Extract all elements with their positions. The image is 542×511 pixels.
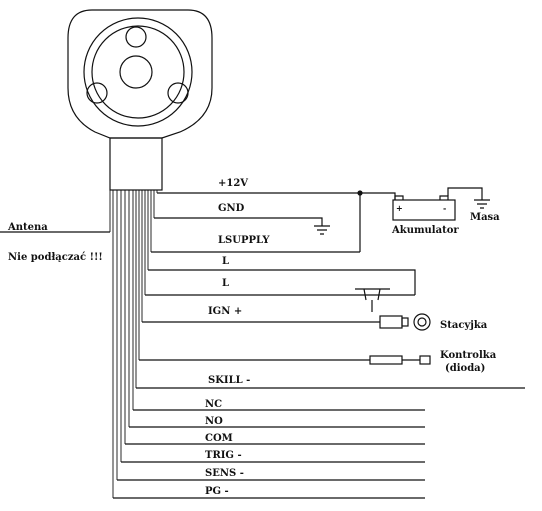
indicator-label-line1: Kontrolka <box>440 350 497 361</box>
battery-minus-label: - <box>443 203 447 213</box>
wire-label-ign: IGN + <box>208 306 243 317</box>
ground-label: Masa <box>470 212 500 223</box>
l-wires <box>145 269 416 312</box>
gnd-wire <box>154 217 330 235</box>
ignition-switch-label: Stacyjka <box>440 320 488 331</box>
wire-label-trig: TRIG - <box>205 450 242 461</box>
battery-symbol <box>392 187 490 221</box>
ign-wire <box>142 313 431 331</box>
wire-label-skill: SKILL - <box>208 375 251 386</box>
indicator-wire <box>139 355 431 365</box>
do-not-connect-label: Nie podłączać !!! <box>8 252 103 263</box>
antenna-label: Antena <box>8 222 48 233</box>
wire-label-nc: NC <box>205 399 223 410</box>
wire-label-sens: SENS - <box>205 468 244 479</box>
battery-plus-label: + <box>396 203 403 213</box>
wire-label-gnd: GND <box>218 203 245 214</box>
sensor-head <box>67 9 213 191</box>
wire-label-l2: L <box>222 278 230 289</box>
cable-bundle <box>109 190 158 498</box>
plus12v-wire <box>157 190 396 252</box>
battery-label: Akumulator <box>392 225 459 236</box>
wire-label-lsupply: LSUPPLY <box>218 235 270 246</box>
wire-label-l1: L <box>222 256 230 267</box>
wire-label-pg: PG - <box>205 486 229 497</box>
wire-label-no: NO <box>205 416 223 427</box>
wire-label-plus12v: +12V <box>218 178 249 189</box>
indicator-label-line2: (dioda) <box>445 363 486 374</box>
wire-label-com: COM <box>205 433 233 444</box>
